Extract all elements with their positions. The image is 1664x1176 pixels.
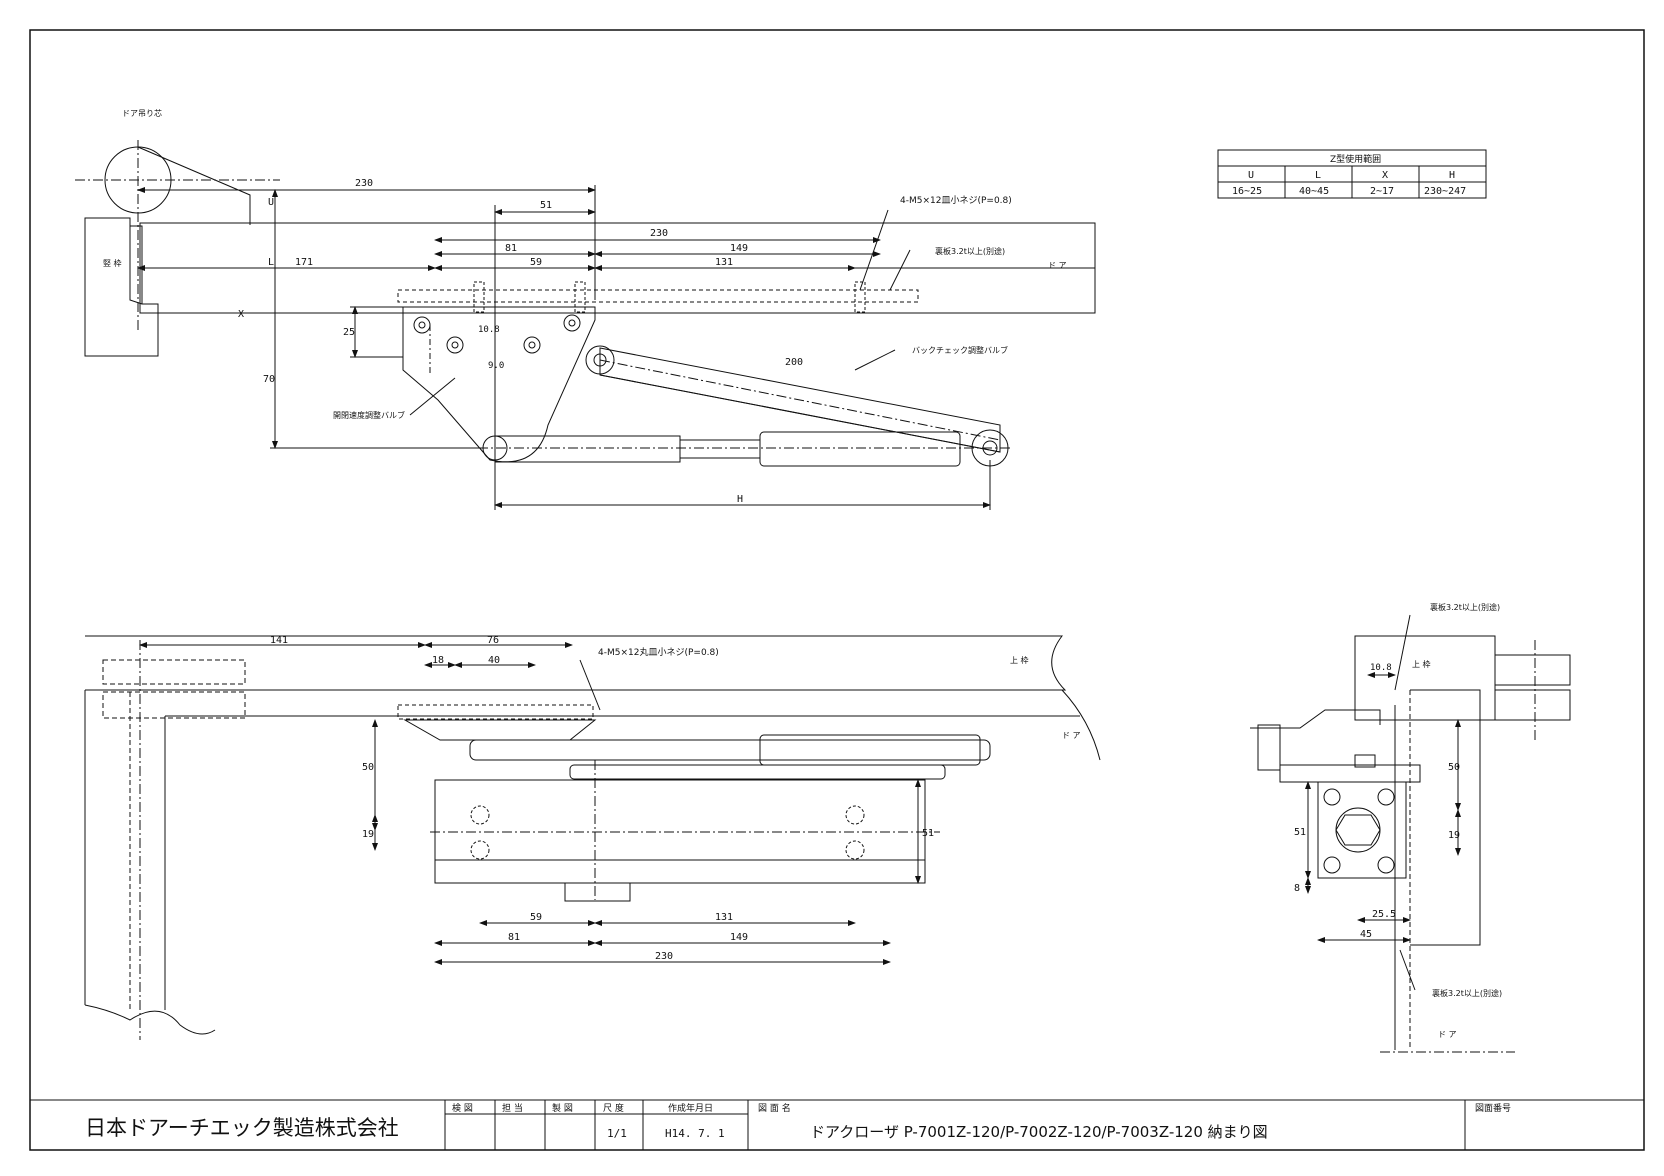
dim-81: 81 bbox=[505, 243, 517, 254]
dim-230-door: 230 bbox=[650, 228, 668, 239]
range-table: Z型使用範囲 U L X H 16~25 40~45 2~17 230~247 bbox=[1217, 149, 1487, 199]
drawing-name: ドアクローザ P-7001Z-120/P-7002Z-120/P-7003Z-1… bbox=[810, 1123, 1268, 1141]
col-charge-label: 担 当 bbox=[502, 1102, 523, 1114]
plan-dim-59: 59 bbox=[530, 912, 542, 923]
screw-note-plan: 4-M5×12丸皿小ネジ(P=0.8) bbox=[598, 646, 719, 658]
top-frame bbox=[85, 635, 1067, 691]
range-table-title: Z型使用範囲 bbox=[1330, 153, 1381, 165]
side-dim-51: 51 bbox=[1294, 827, 1306, 838]
range-value-X: 2~17 bbox=[1370, 186, 1394, 197]
dim-230-top: 230 bbox=[355, 178, 373, 189]
dim-171: 171 bbox=[295, 257, 313, 268]
plan-dim-76: 76 bbox=[487, 635, 499, 646]
dim-59: 59 bbox=[530, 257, 542, 268]
elevation-dimensions bbox=[137, 185, 991, 510]
dim-131: 131 bbox=[715, 257, 733, 268]
plan-dim-19: 19 bbox=[362, 829, 374, 840]
top-frame-label: 上 枠 bbox=[1010, 655, 1029, 665]
dim-149: 149 bbox=[730, 243, 748, 254]
elevation-labels: ドア吊り芯 竪 枠 ド ア 4-M5×12皿小ネジ(P=0.8) 裏板3.2t以… bbox=[103, 108, 1067, 505]
side-dimensions bbox=[1305, 614, 1461, 991]
company-name: 日本ドアーチエック製造株式会社 bbox=[85, 1116, 399, 1140]
dim-U: U bbox=[268, 197, 274, 208]
side-view bbox=[1250, 614, 1571, 1053]
range-header-X: X bbox=[1382, 170, 1388, 181]
side-dim-19: 19 bbox=[1448, 830, 1460, 841]
dim-200: 200 bbox=[785, 357, 803, 368]
range-value-H: 230~247 bbox=[1424, 186, 1466, 197]
side-backing-note-top: 裏板3.2t以上(別途) bbox=[1430, 602, 1500, 612]
plan-arm bbox=[469, 739, 991, 761]
plan-view bbox=[84, 635, 1101, 1040]
side-dim-45: 45 bbox=[1360, 929, 1372, 940]
dim-L: L bbox=[268, 257, 274, 268]
dim-70: 70 bbox=[263, 374, 275, 385]
dim-H: H bbox=[737, 494, 743, 505]
backing-plate-note: 裏板3.2t以上(別途) bbox=[935, 246, 1005, 256]
plan-labels: 上 枠 ド ア 4-M5×12丸皿小ネジ(P=0.8) 141 76 18 40… bbox=[270, 635, 1081, 962]
plan-dim-51: 51 bbox=[922, 828, 934, 839]
bracket bbox=[402, 306, 596, 463]
range-value-L: 40~45 bbox=[1299, 186, 1329, 197]
screw-note: 4-M5×12皿小ネジ(P=0.8) bbox=[900, 195, 1012, 206]
plan-bracket bbox=[403, 719, 597, 741]
col-drawn-label: 製 図 bbox=[552, 1102, 573, 1114]
side-dim-8: 8 bbox=[1294, 883, 1300, 894]
col-scale-label: 尺 度 bbox=[603, 1102, 624, 1114]
title-block bbox=[30, 1099, 1644, 1150]
plan-dim-131: 131 bbox=[715, 912, 733, 923]
side-frame bbox=[84, 217, 159, 357]
plan-dim-40: 40 bbox=[488, 655, 500, 666]
plan-dim-149: 149 bbox=[730, 932, 748, 943]
range-header-H: H bbox=[1449, 170, 1455, 181]
dim-51: 51 bbox=[540, 200, 552, 211]
side-labels: 裏板3.2t以上(別途) 上 枠 裏板3.2t以上(別途) ド ア 10.8 5… bbox=[1294, 602, 1502, 1039]
side-dim-50: 50 bbox=[1448, 762, 1460, 773]
plan-dim-81: 81 bbox=[508, 932, 520, 943]
plan-dim-141: 141 bbox=[270, 635, 288, 646]
side-backing-note-bottom: 裏板3.2t以上(別途) bbox=[1432, 988, 1502, 998]
scale-value: 1/1 bbox=[607, 1127, 627, 1140]
plan-dim-50: 50 bbox=[362, 762, 374, 773]
col-date-label: 作成年月日 bbox=[668, 1102, 713, 1114]
plan-dim-18: 18 bbox=[432, 655, 444, 666]
dim-10-8: 10.8 bbox=[478, 325, 500, 335]
dim-X: X bbox=[238, 309, 244, 320]
door-pivot-label: ドア吊り芯 bbox=[122, 108, 162, 118]
elevation-view bbox=[75, 140, 1096, 510]
title-block-text: 日本ドアーチエック製造株式会社 検 図 担 当 製 図 尺 度 作成年月日 図 … bbox=[85, 1102, 1511, 1141]
door-label-plan: ド ア bbox=[1062, 731, 1081, 740]
backcheck-valve-label: バックチェック調整バルブ bbox=[912, 345, 1008, 355]
sheet-border bbox=[29, 29, 1645, 1151]
col-name-label: 図 面 名 bbox=[758, 1102, 791, 1114]
date-value: H14. 7. 1 bbox=[665, 1127, 725, 1140]
plan-dim-230: 230 bbox=[655, 951, 673, 962]
dim-25: 25 bbox=[343, 327, 355, 338]
closer-body bbox=[495, 435, 681, 463]
side-door-label: ド ア bbox=[1438, 1030, 1457, 1039]
side-dim-25-5: 25.5 bbox=[1372, 909, 1396, 920]
col-number-label: 図面番号 bbox=[1475, 1102, 1511, 1114]
side-body bbox=[1317, 781, 1407, 879]
dim-9-0: 9.0 bbox=[488, 361, 504, 371]
plan-dimensions bbox=[139, 642, 921, 965]
col-check-label: 検 図 bbox=[452, 1102, 473, 1114]
side-top-frame-label: 上 枠 bbox=[1412, 659, 1431, 669]
frame-label-side: 竪 枠 bbox=[103, 258, 122, 268]
speed-valve-label: 開閉速度調整バルブ bbox=[333, 410, 405, 420]
range-value-U: 16~25 bbox=[1232, 186, 1262, 197]
range-header-L: L bbox=[1315, 170, 1321, 181]
door-label-elevation: ド ア bbox=[1048, 261, 1067, 270]
range-header-U: U bbox=[1248, 170, 1254, 181]
side-dim-10-8: 10.8 bbox=[1370, 663, 1392, 673]
